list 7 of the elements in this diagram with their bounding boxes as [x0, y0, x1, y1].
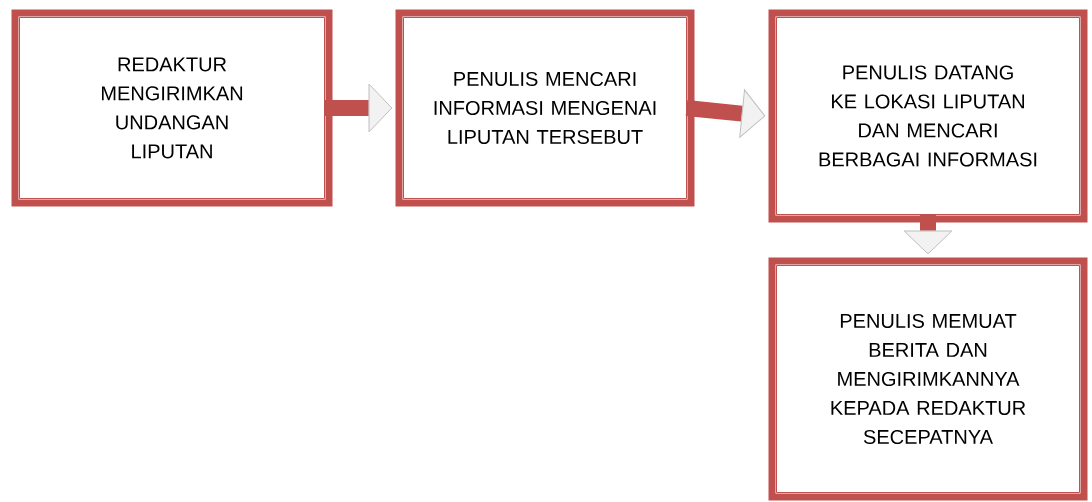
process-box: REDAKTUR MENGIRIMKAN UNDANGAN LIPUTAN [11, 9, 333, 207]
process-box: PENULIS MENCARI INFORMASI MENGENAI LIPUTAN TERSEBUT [395, 9, 695, 207]
process-box: PENULIS DATANG KE LOKASI LIPUTAN DAN MENCARI BERBAGAI INFORMASI [768, 9, 1088, 223]
block-arrow [903, 214, 953, 255]
block-arrow [685, 89, 766, 138]
block-arrow [324, 83, 393, 133]
process-box: PENULIS MEMUAT BERITA DAN MENGIRIMKANNYA KEPADA REDAKTUR SECEPATNYA [768, 257, 1088, 501]
